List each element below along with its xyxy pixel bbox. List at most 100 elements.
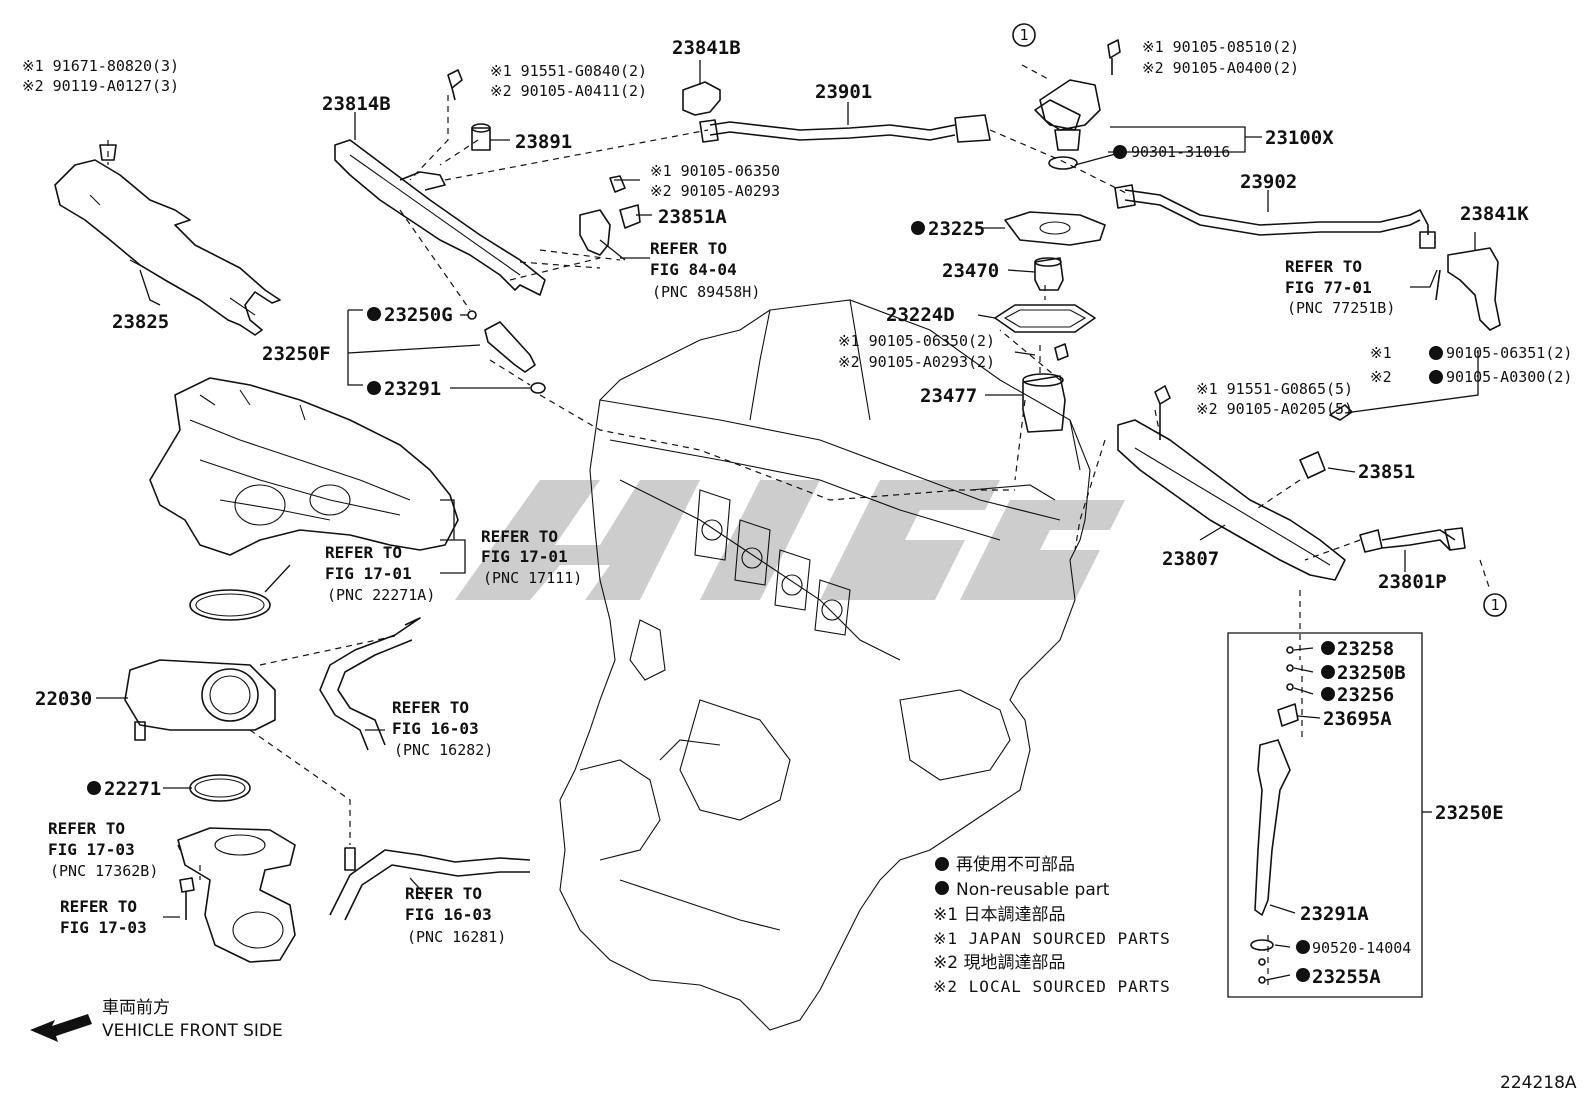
diagram-id: 224218A	[1500, 1073, 1577, 1093]
part-23250F-injector	[467, 310, 546, 394]
callout-ref-1-bottom	[1483, 593, 1507, 617]
vehicle-front-arrow-icon	[30, 1014, 92, 1042]
label-23477: 23477	[920, 385, 977, 407]
part-23825-shield	[54, 144, 281, 336]
label-23225: 23225	[928, 218, 985, 240]
label-bolt-23807-2: 90105-A0300(2)	[1446, 368, 1572, 386]
ref-1603b-pnc: (PNC 16281)	[407, 928, 506, 946]
label-23814B: 23814B	[322, 93, 391, 115]
ref-1703b-line1: REFER TO	[60, 897, 137, 916]
part-ring-22271A	[189, 589, 271, 621]
part-23477	[1022, 343, 1069, 433]
label-22030: 22030	[35, 688, 92, 710]
ref-1603b-line1: REFER TO	[405, 884, 482, 903]
legend-mark1-jp: ※1 日本調達部品	[933, 905, 1065, 925]
legend-mark2-en: ※2 LOCAL SOURCED PARTS	[933, 977, 1171, 996]
label-leaders	[96, 60, 1479, 981]
label-bolt-23807-mark2: ※2	[1370, 368, 1392, 386]
label-23250E: 23250E	[1435, 802, 1504, 824]
callout-ref-1-bottom-text: 1	[1490, 596, 1499, 614]
hose-16282	[319, 617, 421, 751]
part-adapter-17-03	[177, 827, 296, 963]
hose-16281	[329, 847, 531, 921]
part-23851A-sensor	[579, 175, 641, 256]
ref-1603b-line2: FIG 16-03	[405, 905, 492, 924]
non-reusable-dots	[87, 145, 1443, 982]
label-23256: 23256	[1337, 684, 1394, 706]
ref-1701a-pnc: (PNC 17111)	[483, 569, 582, 587]
label-bolt-23814-1: ※1 91551-G0840(2)	[490, 62, 647, 80]
label-bolt-23807-mark1: ※1	[1370, 344, 1392, 362]
label-bolt-23100-1: ※1 90105-08510(2)	[1142, 38, 1299, 56]
ref-7701-line2: FIG 77-01	[1285, 278, 1372, 297]
ref-1701b-pnc: (PNC 22271A)	[327, 586, 435, 604]
label-23807: 23807	[1162, 548, 1219, 570]
label-23801P: 23801P	[1378, 571, 1447, 593]
label-23902: 23902	[1240, 171, 1297, 193]
part-23100X-pump	[1034, 39, 1121, 170]
ref-8404-line2: FIG 84-04	[650, 260, 737, 279]
part-23225-gasket	[1004, 211, 1106, 246]
legend-non-reusable-en: Non-reusable part	[956, 880, 1110, 900]
label-23291A: 23291A	[1300, 903, 1369, 925]
leader-lines	[107, 64, 1491, 990]
label-23825: 23825	[112, 311, 169, 333]
label-23695A: 23695A	[1323, 708, 1392, 730]
part-23224D	[994, 304, 1096, 333]
ref-8404-line1: REFER TO	[650, 239, 727, 258]
label-23291: 23291	[384, 378, 441, 400]
label-23250B: 23250B	[1337, 662, 1406, 684]
part-23901-pipe	[699, 114, 991, 143]
ref-1703b-line2: FIG 17-03	[60, 918, 147, 937]
label-23258: 23258	[1337, 638, 1394, 660]
label-bolt-23807-3: ※1 91551-G0865(5)	[1196, 380, 1353, 398]
label-bolt-23851A-1: ※1 90105-06350	[650, 162, 780, 180]
label-23851A: 23851A	[658, 206, 727, 228]
label-bolt-23814-2: ※2 90105-A0411(2)	[490, 82, 647, 100]
label-bolt-23807-4: ※2 90105-A0205(5)	[1196, 400, 1353, 418]
label-23841B: 23841B	[672, 37, 741, 59]
part-23841B	[682, 81, 721, 116]
part-23814B-rail	[334, 69, 546, 296]
ref-1703a-line1: REFER TO	[48, 819, 125, 838]
label-23901: 23901	[815, 81, 872, 103]
front-label-en: VEHICLE FRONT SIDE	[102, 1021, 283, 1041]
label-bolt-23825-1: ※1 91671-80820(3)	[22, 57, 179, 75]
label-23470: 23470	[942, 260, 999, 282]
ref-1703a-pnc: (PNC 17362B)	[50, 862, 158, 880]
part-23841K	[1435, 247, 1501, 331]
label-bolt-23477-2: ※2 90105-A0293(2)	[838, 353, 995, 371]
part-ring-22271	[189, 774, 251, 802]
legend-non-reusable-jp: 再使用不可部品	[956, 854, 1075, 875]
ref-1701b-line2: FIG 17-01	[325, 564, 412, 583]
label-90301-31016: 90301-31016	[1131, 143, 1230, 161]
label-90520-14004: 90520-14004	[1312, 939, 1411, 957]
part-23902-pipe	[1114, 184, 1436, 249]
intake-manifold	[149, 377, 459, 556]
callout-ref-1-top-text: 1	[1019, 26, 1028, 44]
label-23250F: 23250F	[262, 343, 331, 365]
callout-ref-1-top	[1012, 23, 1036, 47]
part-23801P-pipe	[1359, 527, 1466, 553]
label-23891: 23891	[515, 131, 572, 153]
ref-7701-pnc: (PNC 77251B)	[1287, 299, 1395, 317]
engine-block	[559, 299, 1091, 1031]
ref-1701a-line2: FIG 17-01	[481, 547, 568, 566]
label-23224D: 23224D	[886, 304, 955, 326]
part-23470	[1034, 257, 1064, 291]
part-22030-throttle	[124, 659, 276, 741]
ref-1603a-line2: FIG 16-03	[392, 719, 479, 738]
front-label-jp: 車両前方	[102, 998, 170, 1018]
label-bolt-23825-2: ※2 90119-A0127(3)	[22, 77, 179, 95]
part-23250E-injector	[1227, 632, 1423, 998]
ref-1701b-line1: REFER TO	[325, 543, 402, 562]
part-23807-rail	[1117, 385, 1353, 581]
legend-mark1-en: ※1 JAPAN SOURCED PARTS	[933, 929, 1171, 948]
label-23250G: 23250G	[384, 304, 453, 326]
label-bolt-23851A-2: ※2 90105-A0293	[650, 182, 780, 200]
ref-7701-line1: REFER TO	[1285, 257, 1362, 276]
label-23841K: 23841K	[1460, 203, 1529, 225]
ref-8404-pnc: (PNC 89458H)	[652, 283, 760, 301]
